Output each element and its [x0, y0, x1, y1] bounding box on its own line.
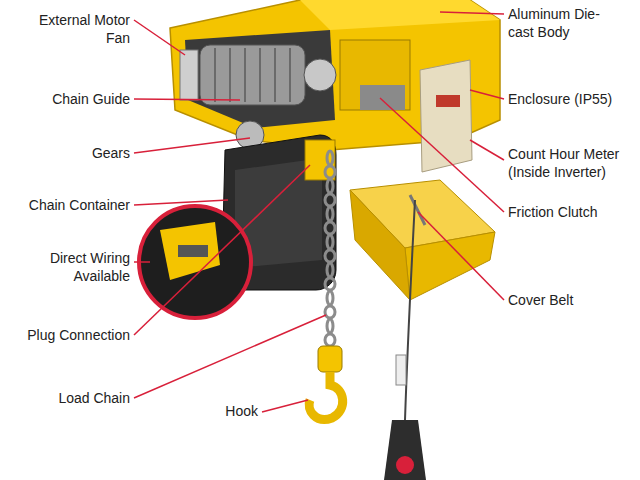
- motor-fan: [180, 50, 198, 100]
- inverter-display: [436, 95, 460, 107]
- part-label: Gears: [20, 144, 130, 162]
- part-label: Count Hour Meter (Inside Inverter): [508, 145, 636, 181]
- stop-button: [396, 456, 414, 474]
- load-chain: [325, 151, 335, 346]
- part-label: Enclosure (IP55): [508, 90, 636, 108]
- motor: [200, 45, 305, 105]
- friction-clutch: [360, 85, 405, 110]
- magnified-wire: [178, 245, 208, 257]
- cover-belt: [410, 195, 425, 225]
- plug: [305, 140, 335, 180]
- part-label: Aluminum Die-cast Body: [508, 5, 620, 41]
- pendant-cable: [405, 200, 415, 420]
- gear: [304, 59, 336, 91]
- part-label: Direct Wiring Available: [30, 249, 130, 285]
- part-label: Chain Container: [5, 196, 130, 214]
- part-label: Load Chain: [20, 389, 130, 407]
- pendant: [384, 420, 426, 480]
- part-label: Plug Connection: [5, 326, 130, 344]
- part-label: Hook: [198, 402, 258, 420]
- cable-tag: [396, 355, 406, 385]
- cover-side: [350, 190, 410, 300]
- part-label: External Motor Fan: [35, 11, 130, 47]
- leader-lines: [134, 12, 504, 412]
- cover-front: [405, 232, 495, 300]
- magnified-plug: [160, 222, 220, 280]
- bottom-hook: [309, 372, 343, 419]
- cutaway: [185, 30, 335, 128]
- body-top: [300, 0, 500, 30]
- hook-block: [318, 346, 342, 372]
- part-label: Chain Guide: [20, 90, 130, 108]
- part-label: Cover Belt: [508, 291, 636, 309]
- magnifier: [139, 206, 251, 318]
- inverter: [420, 60, 472, 172]
- motor-windings: [215, 48, 290, 102]
- part-label: Friction Clutch: [508, 203, 636, 221]
- gear-case: [340, 40, 410, 110]
